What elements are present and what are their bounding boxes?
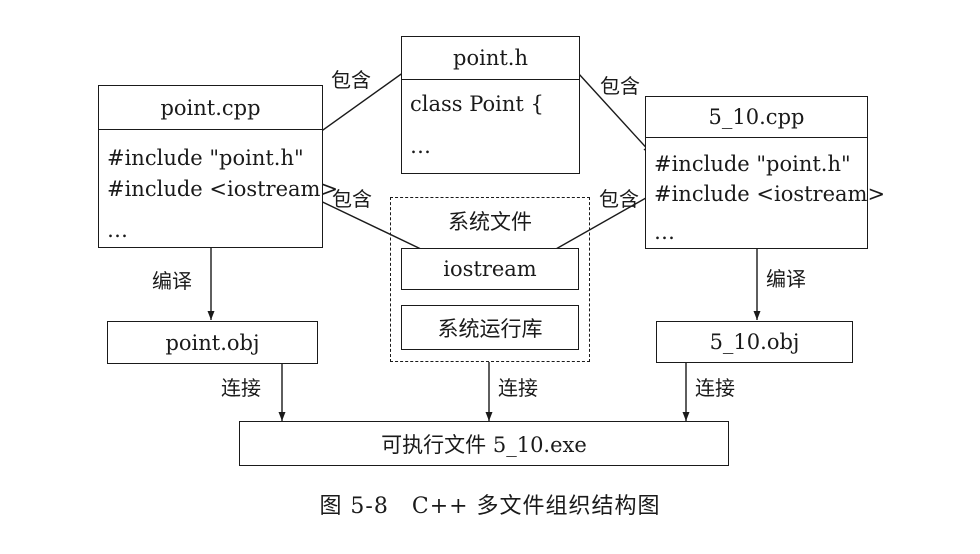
runtime-library-box: 系统运行库 [401,305,579,350]
arrow-point-h-to-5-10-cpp [567,61,653,155]
point-cpp-title: point.cpp [99,86,322,130]
system-files-title: 系统文件 [448,210,532,234]
point-cpp-line-1: #include "point.h" [107,146,304,170]
5-10-cpp-box: 5_10.cpp #include "point.h" #include <io… [645,96,885,249]
label-link-right: 连接 [695,376,735,400]
system-files-group: 系统文件 [390,197,590,362]
point-cpp-box: point.cpp #include "point.h" #include <i… [98,85,338,248]
point-cpp-line-2: #include <iostream> [107,177,339,201]
label-compile-left: 编译 [152,269,192,293]
point-h-line-2: … [410,134,431,158]
5-10-cpp-line-2: #include <iostream> [654,182,886,206]
label-include-right-mid: 包含 [599,187,639,211]
point-h-box: point.h class Point { … [401,36,580,174]
label-link-mid: 连接 [498,376,538,400]
label-compile-right: 编译 [766,267,806,291]
label-include-left-mid: 包含 [332,187,372,211]
figure-caption: 图 5-8 C++ 多文件组织结构图 [319,494,661,519]
5-10-cpp-line-3: … [654,220,675,244]
point-obj-box: point.obj [107,321,318,364]
label-include-right-top: 包含 [600,74,640,98]
iostream-box: iostream [401,248,579,290]
exe-box: 可执行文件 5_10.exe [239,421,729,466]
label-include-left-top: 包含 [331,68,371,92]
point-h-line-1: class Point { [410,92,544,116]
5-10-obj-box: 5_10.obj [656,321,853,363]
5-10-cpp-line-1: #include "point.h" [654,152,851,176]
point-cpp-line-3: … [107,218,128,242]
label-link-left: 连接 [221,376,261,400]
point-h-title: point.h [402,37,579,80]
5-10-cpp-title: 5_10.cpp [646,97,867,138]
